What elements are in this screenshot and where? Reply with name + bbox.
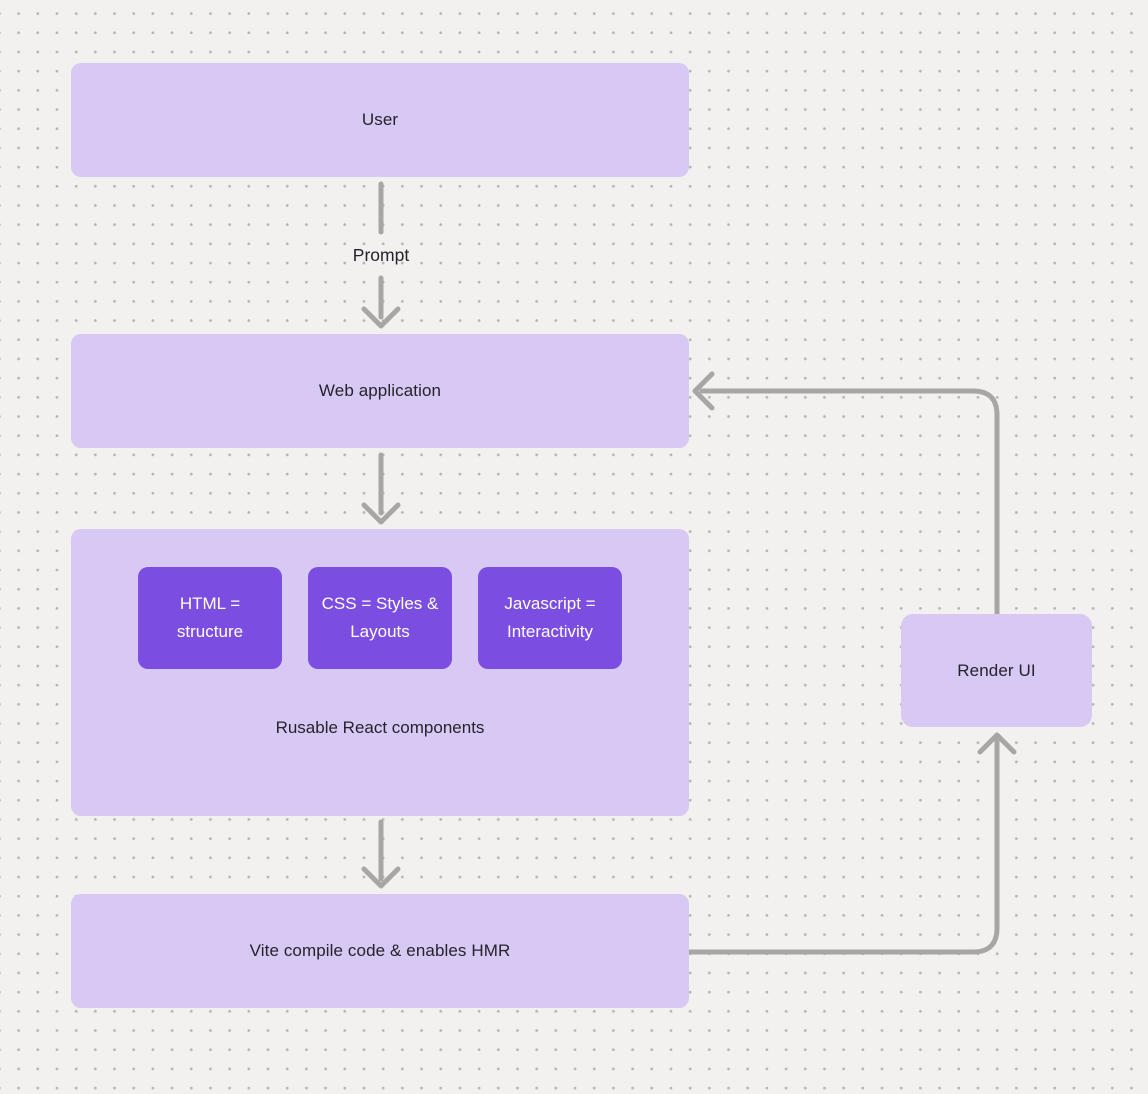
node-render-ui[interactable]: Render UI <box>901 614 1092 727</box>
arrowhead-down-icon <box>361 306 401 329</box>
connector-vite-to-render-ui <box>686 732 1017 955</box>
node-html-label: HTML = structure <box>176 594 244 641</box>
arrowhead-down-icon <box>361 502 401 525</box>
node-web-application[interactable]: Web application <box>71 334 689 448</box>
node-user-label: User <box>361 110 399 129</box>
node-vite-label: Vite compile code & enables HMR <box>249 941 511 960</box>
node-vite[interactable]: Vite compile code & enables HMR <box>71 894 689 1008</box>
connector-prompt-label: Prompt <box>352 245 410 265</box>
node-components-group[interactable]: HTML = structure CSS = Styles & Layouts … <box>71 529 689 816</box>
arrowhead-left-icon <box>692 371 715 411</box>
node-css[interactable]: CSS = Styles & Layouts <box>308 567 452 669</box>
arrowhead-up-icon <box>977 732 1017 755</box>
node-user[interactable]: User <box>71 63 689 177</box>
node-render-ui-label: Render UI <box>957 660 1036 680</box>
connector-web-application-to-components <box>361 452 401 525</box>
arrowhead-down-icon <box>361 866 401 889</box>
node-javascript-label: Javascript = Interactivity <box>504 594 596 641</box>
connector-components-to-vite <box>361 819 401 889</box>
connector-render-ui-to-web-application <box>692 371 1000 616</box>
node-css-label: CSS = Styles & Layouts <box>321 594 439 641</box>
node-javascript[interactable]: Javascript = Interactivity <box>478 567 622 669</box>
node-web-application-label: Web application <box>318 381 442 400</box>
components-group-caption: Rusable React components <box>275 718 485 737</box>
node-html[interactable]: HTML = structure <box>138 567 282 669</box>
